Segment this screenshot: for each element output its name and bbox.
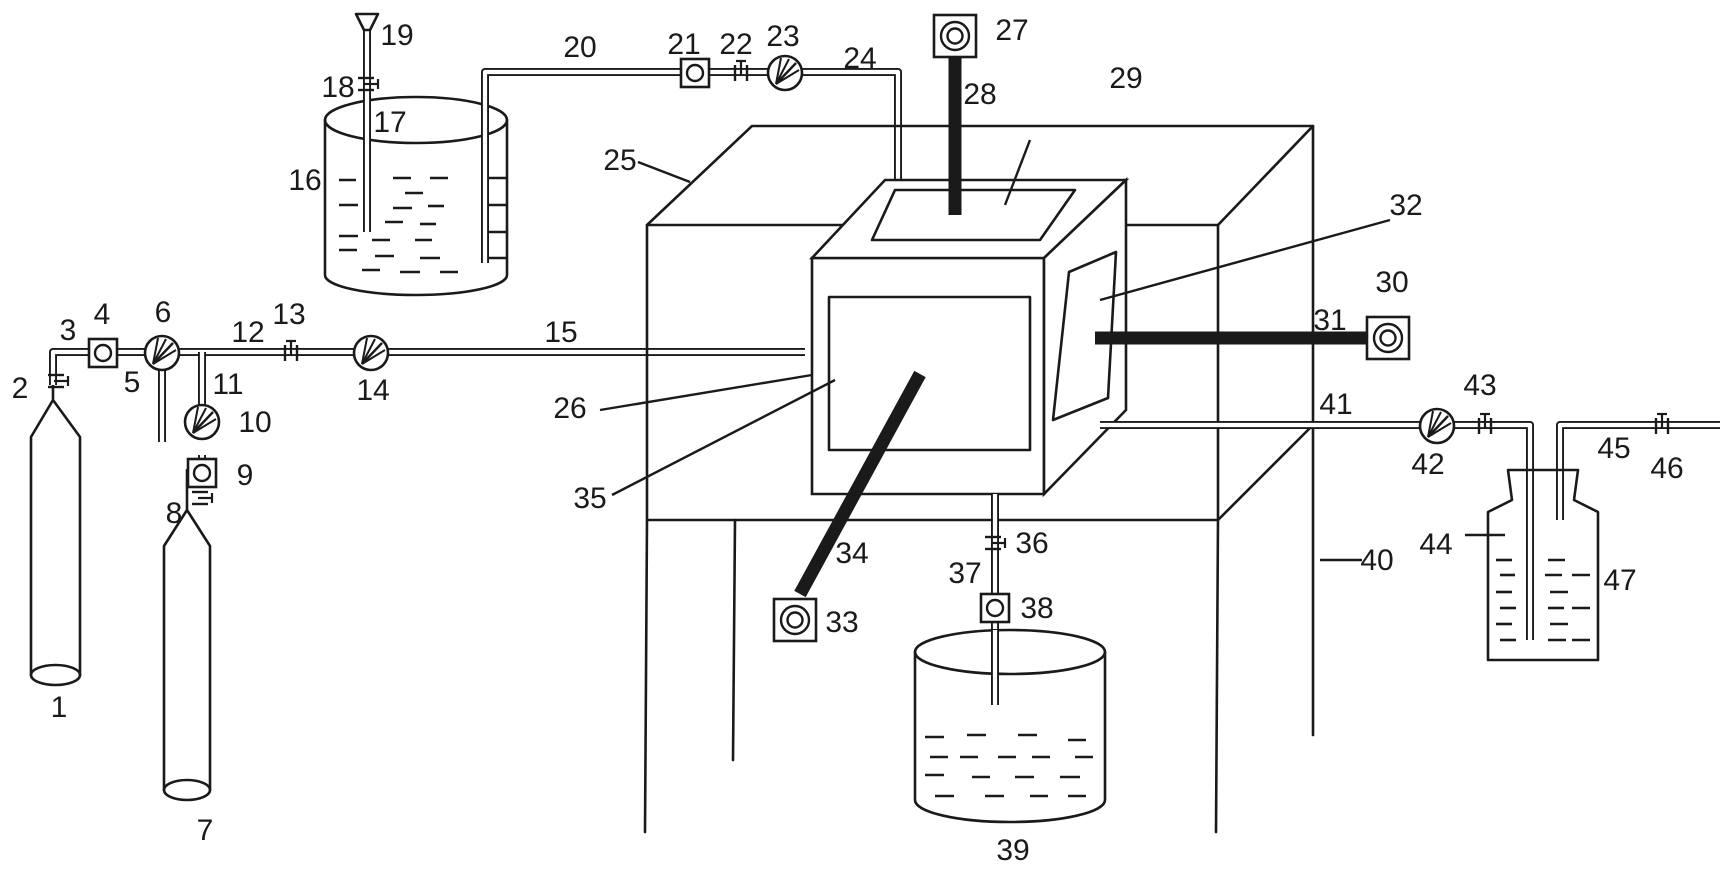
gas-cylinder-7 bbox=[162, 468, 212, 802]
label-23: 23 bbox=[766, 20, 799, 53]
gauge-6-icon bbox=[143, 334, 181, 372]
label-28: 28 bbox=[963, 78, 996, 111]
label-18: 18 bbox=[321, 71, 354, 104]
water-tank-16 bbox=[323, 95, 509, 297]
label-44: 44 bbox=[1419, 528, 1452, 561]
bottle-47 bbox=[1486, 468, 1600, 662]
label-3: 3 bbox=[60, 314, 77, 347]
label-38: 38 bbox=[1020, 592, 1053, 625]
flowmeter-38-icon bbox=[979, 592, 1011, 624]
label-25: 25 bbox=[603, 144, 636, 177]
label-13: 13 bbox=[272, 298, 305, 331]
label-22: 22 bbox=[719, 28, 752, 61]
gas-cylinder-1 bbox=[29, 378, 82, 687]
label-45: 45 bbox=[1597, 432, 1630, 465]
flowmeter-9-icon bbox=[186, 457, 218, 489]
gauge-14-icon bbox=[352, 334, 390, 372]
valve-8-icon[interactable] bbox=[190, 490, 214, 506]
label-20: 20 bbox=[563, 31, 596, 64]
label-43: 43 bbox=[1463, 369, 1496, 402]
tank-39 bbox=[913, 628, 1107, 824]
label-30: 30 bbox=[1375, 266, 1408, 299]
gauge-42-icon bbox=[1418, 407, 1456, 445]
label-10: 10 bbox=[238, 406, 271, 439]
label-33: 33 bbox=[825, 606, 858, 639]
motor-30-icon bbox=[1365, 315, 1411, 361]
flowmeter-4-icon bbox=[87, 337, 119, 369]
label-24: 24 bbox=[843, 42, 876, 75]
label-41: 41 bbox=[1319, 388, 1352, 421]
label-21: 21 bbox=[667, 28, 700, 61]
label-8: 8 bbox=[166, 497, 183, 530]
label-40: 40 bbox=[1360, 544, 1393, 577]
label-4: 4 bbox=[94, 298, 111, 331]
label-46: 46 bbox=[1650, 452, 1683, 485]
label-2: 2 bbox=[12, 372, 29, 405]
label-5: 5 bbox=[124, 366, 141, 399]
label-19: 19 bbox=[380, 19, 413, 52]
flowmeter-21-icon bbox=[679, 57, 711, 89]
gauge-10-icon bbox=[183, 403, 221, 441]
label-15: 15 bbox=[544, 316, 577, 349]
motor-33-icon bbox=[772, 597, 818, 643]
label-29: 29 bbox=[1109, 62, 1142, 95]
label-27: 27 bbox=[995, 14, 1028, 47]
label-31: 31 bbox=[1313, 304, 1346, 337]
label-12: 12 bbox=[231, 316, 264, 349]
label-37: 37 bbox=[948, 557, 981, 590]
label-26: 26 bbox=[553, 392, 586, 425]
label-42: 42 bbox=[1411, 448, 1444, 481]
label-17: 17 bbox=[373, 106, 406, 139]
label-32: 32 bbox=[1389, 189, 1422, 222]
label-35: 35 bbox=[573, 482, 606, 515]
label-14: 14 bbox=[356, 374, 389, 407]
label-16: 16 bbox=[288, 164, 321, 197]
label-11: 11 bbox=[212, 368, 243, 401]
gauge-23-icon bbox=[766, 54, 804, 92]
chamber bbox=[809, 176, 1130, 498]
label-36: 36 bbox=[1015, 527, 1048, 560]
label-47: 47 bbox=[1603, 564, 1636, 597]
label-9: 9 bbox=[237, 459, 254, 492]
label-1: 1 bbox=[51, 691, 68, 724]
label-7: 7 bbox=[197, 814, 214, 847]
label-39: 39 bbox=[996, 834, 1029, 867]
label-34: 34 bbox=[835, 537, 868, 570]
shaft-34 bbox=[794, 370, 926, 598]
motor-27-icon bbox=[932, 13, 978, 59]
label-6: 6 bbox=[155, 296, 172, 329]
